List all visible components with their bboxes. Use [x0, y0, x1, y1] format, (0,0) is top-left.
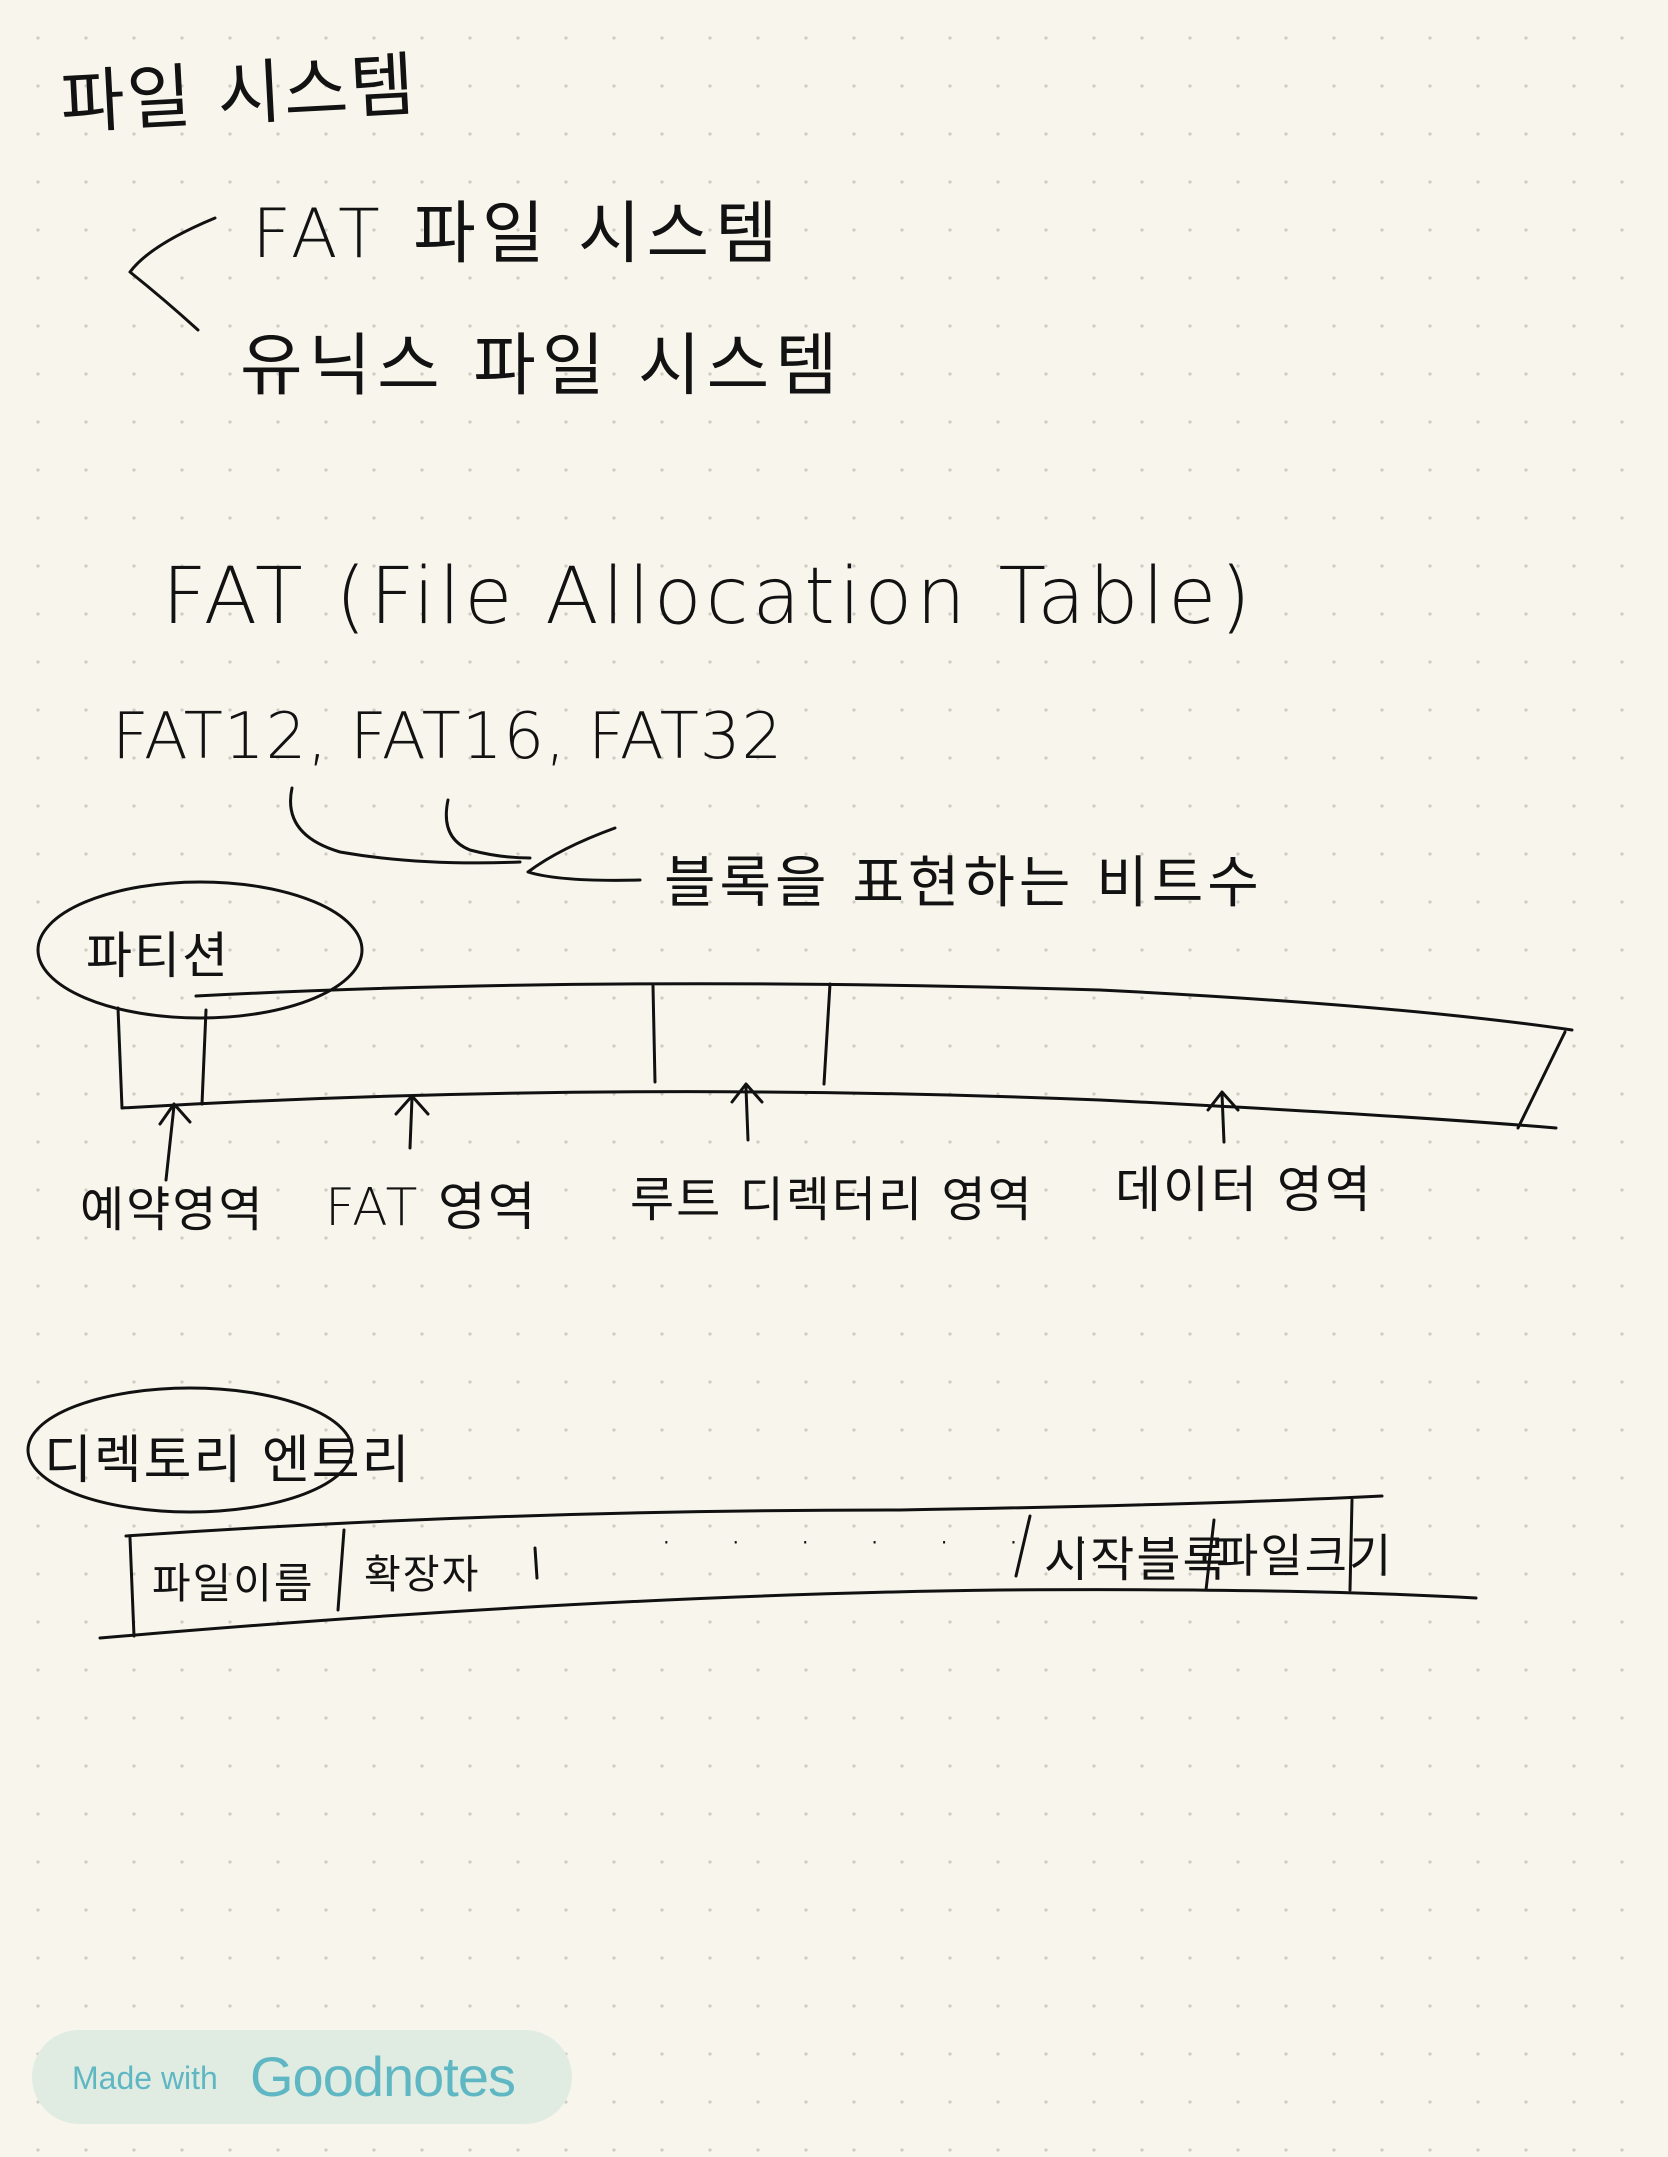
area-root-dir-label: 루트 디렉터리 영역 [630, 1172, 1034, 1228]
fs-type-unix: 유닉스 파일 시스템 [240, 327, 844, 406]
connector-arrow-tip [526, 826, 642, 882]
dir-entry-divider-6 [1348, 1498, 1354, 1592]
area-reserved-label: 예약영역 [80, 1182, 265, 1238]
partition-divider-2 [200, 1008, 208, 1106]
field-filename: 파일이름 [152, 1559, 315, 1608]
page-title: 파일 시스템 [58, 43, 419, 145]
made-with-badge[interactable]: Made with Goodnotes [32, 2030, 572, 2124]
arrow-data-area [1206, 1090, 1240, 1144]
partition-divider-4 [822, 982, 832, 1086]
dir-entry-divider-2 [336, 1528, 346, 1612]
partition-divider-3 [651, 984, 657, 1084]
partition-circle [36, 880, 364, 1020]
dir-entry-divider-4 [1014, 1514, 1032, 1578]
field-start-block: 시작블록 [1044, 1532, 1229, 1588]
fat-full-name: FAT (File Allocation Table) [162, 552, 1255, 642]
dir-entry-label: 디렉토리 엔트리 [44, 1431, 412, 1491]
fs-type-fat: FAT 파일 시스템 [252, 195, 784, 274]
dir-entry-circle [26, 1386, 354, 1514]
fat-versions-note: 블록을 표현하는 비트수 [664, 851, 1263, 916]
field-extension: 확장자 [364, 1552, 481, 1598]
partition-divider-1 [116, 1006, 124, 1110]
badge-brand-logo: Goodnotes [250, 2045, 516, 2108]
badge-made-with: Made with [72, 2060, 218, 2096]
connector-fat16 [444, 798, 532, 860]
partition-bar-top [194, 982, 1574, 1032]
arrow-reserved [158, 1102, 192, 1182]
dir-entry-divider-3 [533, 1546, 539, 1580]
area-fat-label: FAT 영역 [325, 1178, 538, 1238]
arrow-fat-area [394, 1094, 430, 1150]
field-file-size: 파일크기 [1216, 1529, 1394, 1583]
field-ellipsis: · · · · · · · [660, 1520, 1112, 1566]
dir-entry-divider-1 [128, 1536, 136, 1638]
partition-divider-5 [1516, 1030, 1567, 1130]
brace-stroke [128, 216, 217, 332]
dir-entry-bar-bottom [98, 1588, 1478, 1640]
dir-entry-divider-5 [1204, 1518, 1216, 1592]
area-data-label: 데이터 영역 [1115, 1161, 1373, 1219]
arrow-root-dir [730, 1082, 764, 1142]
partition-bar-bottom [120, 1090, 1558, 1130]
dir-entry-bar-top [124, 1494, 1384, 1538]
partition-label: 파티션 [86, 927, 230, 985]
fat-versions: FAT12, FAT16, FAT32 [112, 700, 784, 774]
connector-fat12 [289, 786, 522, 865]
